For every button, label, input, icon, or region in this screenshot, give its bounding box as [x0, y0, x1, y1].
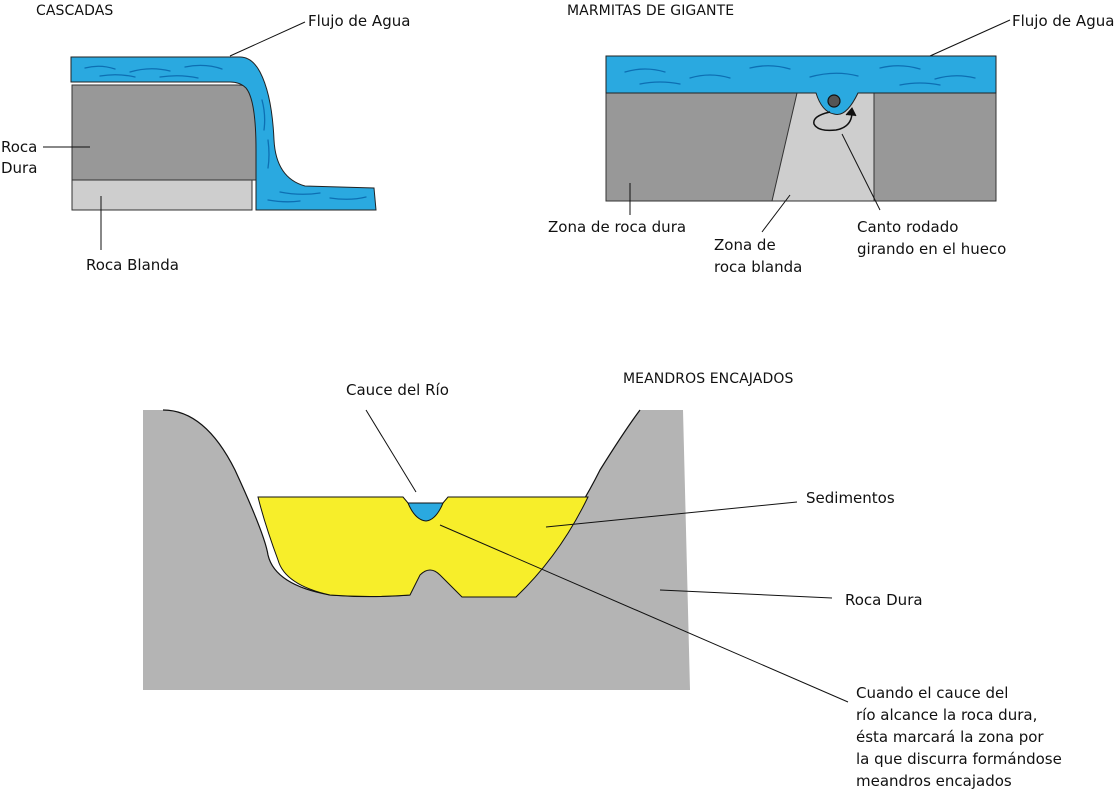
rotation-arrow-icon	[813, 111, 853, 132]
potholes-flow-label: Flujo de Agua	[1012, 12, 1114, 30]
waterfall-water	[70, 56, 377, 211]
sediments-label: Sedimentos	[806, 489, 895, 507]
waterfall-hard-rock-label-2: Dura	[1, 159, 37, 177]
meanders-title: MEANDROS ENCAJADOS	[623, 371, 793, 387]
potholes-boulder-label-1: Canto rodado	[857, 218, 958, 236]
waterfall-ripples	[84, 64, 367, 203]
potholes-boulder-leader	[841, 133, 881, 211]
potholes-soft-zone-label-1: Zona de	[714, 236, 776, 254]
waterfall-flow-label: Flujo de Agua	[308, 12, 410, 30]
potholes-boulder-label-2: girando en el hueco	[857, 240, 1006, 258]
potholes-hard-zone-label: Zona de roca dura	[548, 218, 686, 236]
note-leader	[439, 524, 849, 703]
potholes-flow-leader	[929, 19, 1011, 57]
waterfall-hard-rock	[71, 84, 259, 181]
rotation-arrowhead-icon	[845, 107, 857, 117]
waterfall-flow-leader	[229, 21, 306, 57]
meanders-riverbed	[407, 502, 444, 522]
meanders-diagram: MEANDROS ENCAJADOS Cauce del Río Sedimen…	[143, 371, 1062, 790]
hard-rock-label: Roca Dura	[845, 591, 923, 609]
meanders-hard-rock	[143, 410, 690, 690]
waterfall-soft-rock-label: Roca Blanda	[86, 256, 179, 274]
note-line-2: río alcance la roca dura,	[856, 706, 1037, 724]
potholes-soft-zone-label-2: roca blanda	[714, 258, 802, 276]
waterfall-hard-rock-label-1: Roca	[1, 138, 37, 156]
potholes-title: MARMITAS DE GIGANTE	[567, 3, 734, 19]
sediments-leader	[545, 501, 798, 528]
riverbed-leader	[365, 409, 417, 493]
potholes-ripples	[624, 65, 976, 86]
riverbed-label: Cauce del Río	[346, 381, 449, 399]
boulder-icon	[827, 94, 841, 108]
potholes-water	[605, 55, 997, 116]
hard-rock-leader	[659, 589, 833, 599]
waterfall-title: CASCADAS	[36, 3, 113, 19]
note-line-4: la que discurra formándose	[856, 750, 1062, 768]
potholes-soft-leader	[761, 194, 791, 233]
note-line-1: Cuando el cauce del	[856, 684, 1008, 702]
waterfall-diagram: CASCADAS Flujo de Agua Roca Dura Roca Bl…	[1, 3, 410, 274]
potholes-diagram: MARMITAS DE GIGANTE Flujo de Agua Zona d…	[548, 3, 1114, 276]
note-line-3: ésta marcará la zona por	[856, 728, 1044, 746]
note-line-5: meandros encajados	[856, 772, 1012, 790]
meanders-sediments	[257, 496, 589, 598]
waterfall-soft-rock	[71, 179, 253, 211]
